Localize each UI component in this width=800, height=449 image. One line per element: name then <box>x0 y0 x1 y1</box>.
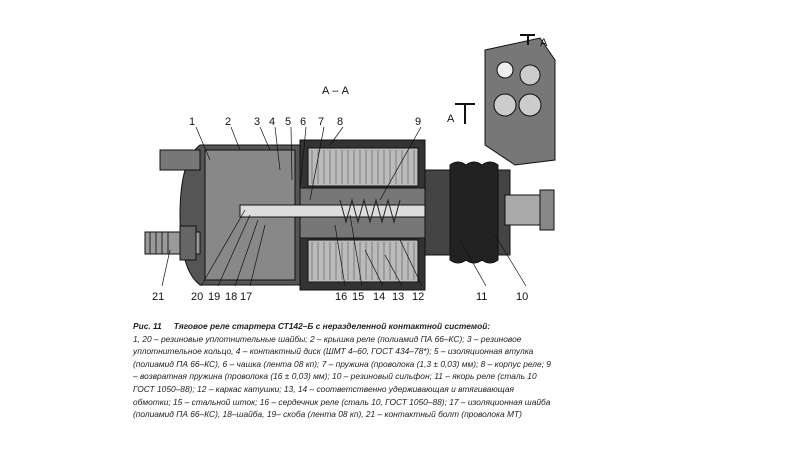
inset-view-a <box>455 34 556 166</box>
part-number: 13 <box>392 291 404 303</box>
figure-caption: Рис. 11 Тяговое реле стартера СТ142–Б с н… <box>133 320 553 421</box>
part-number: 11 <box>476 291 487 303</box>
part-number: 4 <box>269 116 275 128</box>
inset-label-left: А <box>447 113 455 125</box>
part-number: 14 <box>373 291 385 303</box>
part-number: 1 <box>189 116 195 128</box>
part-number: 7 <box>318 116 324 128</box>
part-number: 10 <box>516 291 528 303</box>
relay-cross-section <box>144 139 555 291</box>
leader-lines <box>161 126 527 287</box>
part-number: 5 <box>285 116 291 128</box>
section-label: А – А <box>322 85 350 97</box>
part-number: 3 <box>254 116 260 128</box>
rubber-bellows <box>449 161 499 264</box>
inset-label-top: А <box>540 37 548 49</box>
part-numbers-top: 1 2 3 4 5 6 7 8 9 <box>189 116 421 128</box>
part-number: 6 <box>300 116 306 128</box>
part-numbers-bottom: 21 20 19 18 17 16 15 14 13 12 11 10 <box>152 291 528 303</box>
part-number: 17 <box>240 291 252 303</box>
part-number: 16 <box>335 291 347 303</box>
figure-number: Рис. 11 <box>133 321 162 331</box>
caption-title: Тяговое реле стартера СТ142–Б с нераздел… <box>173 321 491 331</box>
part-number: 12 <box>412 291 424 303</box>
part-number: 8 <box>337 116 343 128</box>
part-number: 21 <box>152 291 164 303</box>
caption-title-line: Рис. 11 Тяговое реле стартера СТ142–Б с н… <box>133 320 553 333</box>
contact-bolt-top <box>159 149 201 171</box>
part-number: 18 <box>225 291 237 303</box>
part-number: 19 <box>208 291 220 303</box>
part-number: 2 <box>225 116 231 128</box>
part-number: 20 <box>191 291 203 303</box>
part-number: 15 <box>352 291 364 303</box>
part-number: 9 <box>415 116 421 128</box>
caption-body: 1, 20 – резиновые уплотнительные шайбы; … <box>133 333 551 420</box>
